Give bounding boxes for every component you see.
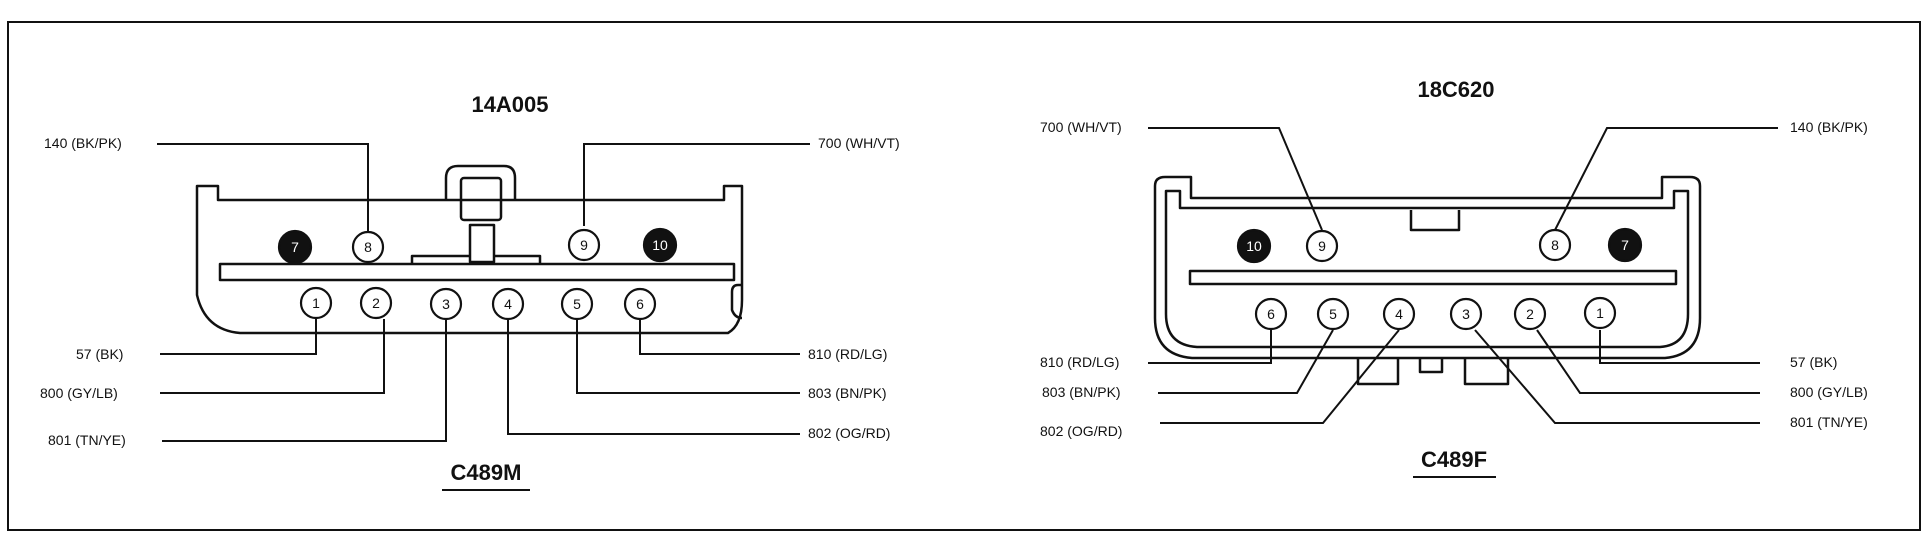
svg-text:7: 7 xyxy=(291,239,299,255)
wire-label: 800 (GY/LB) xyxy=(1790,384,1868,400)
wire-line xyxy=(583,143,810,226)
wire-line xyxy=(1536,329,1760,394)
svg-text:7: 7 xyxy=(1621,237,1629,253)
wire-line xyxy=(160,319,317,355)
latch-step xyxy=(410,254,542,264)
pin-2: 2 xyxy=(1513,297,1547,331)
lock-tab xyxy=(1418,358,1444,374)
wire-line xyxy=(639,320,800,355)
connector-c489f: 18C620 10 9 8 xyxy=(1040,77,1868,478)
wire-label: 803 (BN/PK) xyxy=(1042,384,1121,400)
svg-text:10: 10 xyxy=(1246,238,1262,254)
svg-text:10: 10 xyxy=(652,237,668,253)
latch-tab xyxy=(459,176,503,222)
lock-tab xyxy=(1356,358,1400,386)
pin-9: 9 xyxy=(567,228,601,262)
wire-line xyxy=(1158,329,1334,394)
wire-label: 810 (RD/LG) xyxy=(1040,354,1119,370)
pin-9: 9 xyxy=(1305,229,1339,263)
svg-text:8: 8 xyxy=(1551,237,1559,253)
wire-line xyxy=(1554,127,1778,231)
wire-line xyxy=(576,320,800,394)
pin-1: 1 xyxy=(1583,296,1617,330)
svg-text:4: 4 xyxy=(1395,306,1403,322)
connector-c489m: 14A005 7 8 9 xyxy=(40,92,900,491)
pin-8: 8 xyxy=(351,230,385,264)
svg-text:2: 2 xyxy=(372,295,380,311)
top-tab xyxy=(1409,210,1461,232)
wire-line xyxy=(1599,330,1760,364)
wire-line xyxy=(1148,127,1323,231)
svg-text:3: 3 xyxy=(1462,306,1470,322)
svg-text:6: 6 xyxy=(1267,306,1275,322)
svg-text:2: 2 xyxy=(1526,306,1534,322)
side-notch xyxy=(730,283,743,320)
svg-text:1: 1 xyxy=(1596,305,1604,321)
svg-text:5: 5 xyxy=(573,296,581,312)
wire-label: 803 (BN/PK) xyxy=(808,385,887,401)
wire-label: 700 (WH/VT) xyxy=(818,135,900,151)
connector-housing-inner xyxy=(1164,189,1690,349)
pin-1: 1 xyxy=(299,286,333,320)
pin-7: 7 xyxy=(277,229,313,265)
connector-housing xyxy=(195,184,744,335)
wire-label: 800 (GY/LB) xyxy=(40,385,118,401)
pin-4: 4 xyxy=(1382,297,1416,331)
connector-subtitle: C489F xyxy=(1421,447,1487,472)
svg-text:6: 6 xyxy=(636,296,644,312)
wire-label: 810 (RD/LG) xyxy=(808,346,887,362)
pin-6: 6 xyxy=(623,287,657,321)
pin-separator xyxy=(218,262,736,282)
svg-text:1: 1 xyxy=(312,295,320,311)
wire-line xyxy=(507,320,800,435)
wire-line xyxy=(1474,329,1760,424)
pin-7: 7 xyxy=(1607,227,1643,263)
wire-label: 57 (BK) xyxy=(76,346,123,362)
connector-title: 18C620 xyxy=(1417,77,1494,102)
latch-post xyxy=(468,223,496,264)
pin-10: 10 xyxy=(642,227,678,263)
pin-5: 5 xyxy=(560,287,594,321)
pin-10: 10 xyxy=(1236,228,1272,264)
svg-text:3: 3 xyxy=(442,296,450,312)
wire-line xyxy=(160,319,385,394)
svg-text:8: 8 xyxy=(364,239,372,255)
connector-title: 14A005 xyxy=(471,92,548,117)
pin-6: 6 xyxy=(1254,297,1288,331)
pin-5: 5 xyxy=(1316,297,1350,331)
pin-3: 3 xyxy=(429,287,463,321)
wire-line xyxy=(162,319,447,442)
wire-label: 802 (OG/RD) xyxy=(1040,423,1122,439)
connector-latch xyxy=(444,164,517,200)
svg-text:9: 9 xyxy=(580,237,588,253)
wire-label: 801 (TN/YE) xyxy=(48,432,126,448)
wire-label: 802 (OG/RD) xyxy=(808,425,890,441)
wire-label: 140 (BK/PK) xyxy=(44,135,122,151)
wire-label: 140 (BK/PK) xyxy=(1790,119,1868,135)
pin-3: 3 xyxy=(1449,297,1483,331)
diagram-frame xyxy=(7,21,1921,531)
connector-housing-outer xyxy=(1153,175,1702,360)
wire-line xyxy=(157,143,369,232)
pin-2: 2 xyxy=(359,286,393,320)
pin-separator xyxy=(1188,269,1678,286)
wire-label: 801 (TN/YE) xyxy=(1790,414,1868,430)
svg-text:4: 4 xyxy=(504,296,512,312)
wire-line xyxy=(1160,329,1400,424)
wire-label: 57 (BK) xyxy=(1790,354,1837,370)
connector-subtitle: C489M xyxy=(451,460,522,485)
pin-8: 8 xyxy=(1538,228,1572,262)
lock-tab xyxy=(1463,358,1510,386)
pin-4: 4 xyxy=(491,287,525,321)
svg-text:9: 9 xyxy=(1318,238,1326,254)
wire-line xyxy=(1148,330,1272,364)
wire-label: 700 (WH/VT) xyxy=(1040,119,1122,135)
svg-text:5: 5 xyxy=(1329,306,1337,322)
